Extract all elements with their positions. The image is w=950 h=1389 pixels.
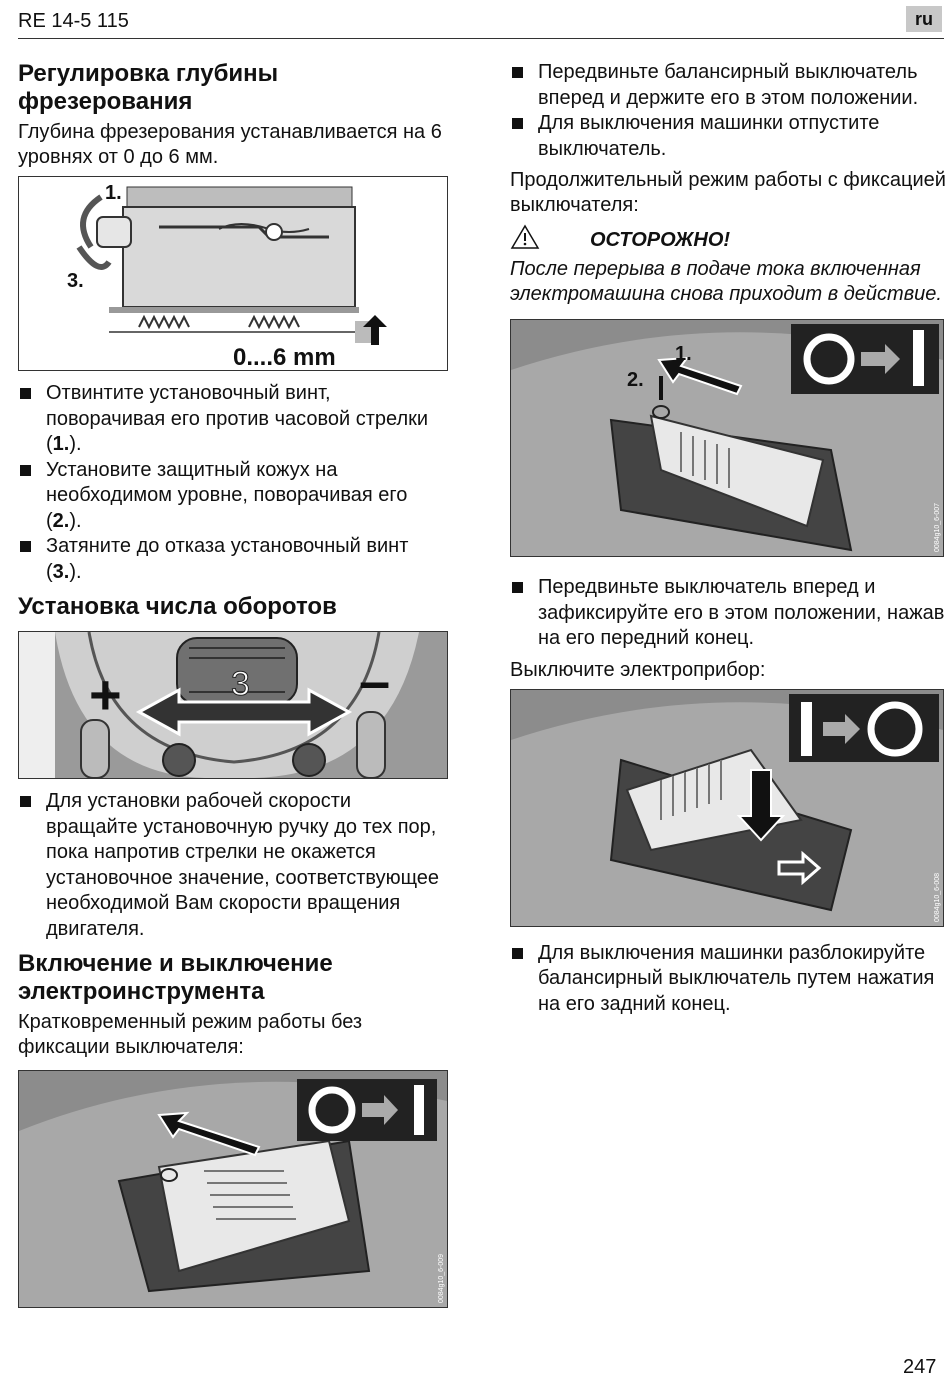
speed-dial-number: 3 xyxy=(231,665,250,703)
depth-fig-step1-label: 1. xyxy=(105,182,122,204)
speed-steps-list: Для установки рабочей скорости вращайте … xyxy=(18,789,448,942)
list-item: Для установки рабочей скорости вращайте … xyxy=(18,789,448,942)
momentary-fig-code: 0084g10_6-009 xyxy=(438,1254,445,1303)
speed-section-title: Установка числа оборотов xyxy=(18,593,337,620)
warning-triangle-icon xyxy=(510,224,540,257)
language-badge: ru xyxy=(906,6,942,32)
momentary-switch-figure: 0084g10_6-009 xyxy=(18,1070,448,1308)
on-fig-code: 0084g10_6-007 xyxy=(934,503,941,552)
depth-section-title: Регулировка глубины фрезерования xyxy=(18,60,279,115)
off-steps-list: Для выключения машинки разблокируйте бал… xyxy=(510,941,946,1018)
switching-section-title: Включение и выключение электроинструмент… xyxy=(18,950,333,1005)
list-item: Установите защитный кожух на необходимом… xyxy=(18,458,448,535)
list-item: Передвиньте выключатель вперед и зафикси… xyxy=(510,575,946,652)
switching-intro: Кратковременный режим работы без фиксаци… xyxy=(18,1011,363,1058)
momentary-steps-list: Передвиньте балансирный выключатель впер… xyxy=(510,60,946,162)
speed-dial-figure: 3 + – xyxy=(18,631,448,779)
depth-steps-list: Отвинтите установочный винт, поворачивая… xyxy=(18,381,448,585)
depth-fig-step3-label: 3. xyxy=(67,270,84,292)
warning-title: ОСТОРОЖНО! xyxy=(590,229,731,251)
list-item: Отвинтите установочный винт, поворачивая… xyxy=(18,381,448,458)
switch-off-figure: 0084g10_6-008 xyxy=(510,688,944,927)
off-fig-code: 0084g10_6-008 xyxy=(934,872,941,921)
list-item: Затяните до отказа установочный винт (3.… xyxy=(18,534,448,585)
warning-text: После перерыва в подаче тока включенная … xyxy=(510,258,942,305)
list-item: Для выключения машинки разблокируйте бал… xyxy=(510,941,946,1018)
speed-minus-label: – xyxy=(359,649,390,712)
off-intro: Выключите электроприбор: xyxy=(510,658,766,681)
lock-steps-list: Передвиньте выключатель вперед и зафикси… xyxy=(510,575,946,652)
warning-block: ОСТОРОЖНО! После перерыва в подаче тока … xyxy=(510,224,946,307)
speed-plus-label: + xyxy=(89,663,122,726)
on-fig-step2-label: 2. xyxy=(627,369,644,391)
depth-intro: Глубина фрезерования устанавливается на … xyxy=(18,121,442,168)
depth-fig-range-label: 0....6 mm xyxy=(233,344,336,370)
left-column: Регулировка глубины фрезерования Глубина… xyxy=(18,60,448,1318)
depth-adjust-figure: 1. 3. 0....6 mm xyxy=(18,176,448,371)
header-divider xyxy=(18,38,944,39)
page-number: 247 xyxy=(903,1356,937,1378)
continuous-intro: Продолжительный режим работы с фиксацией… xyxy=(510,169,946,216)
document-model: RE 14-5 115 xyxy=(18,10,129,32)
list-item: Для выключения машинки отпустите выключа… xyxy=(510,111,946,162)
list-item: Передвиньте балансирный выключатель впер… xyxy=(510,60,946,111)
on-fig-step1-label: 1. xyxy=(675,343,692,365)
right-column: Передвиньте балансирный выключатель впер… xyxy=(510,60,946,1017)
continuous-on-figure: 1. 2. 0084g10_6-007 xyxy=(510,319,944,557)
